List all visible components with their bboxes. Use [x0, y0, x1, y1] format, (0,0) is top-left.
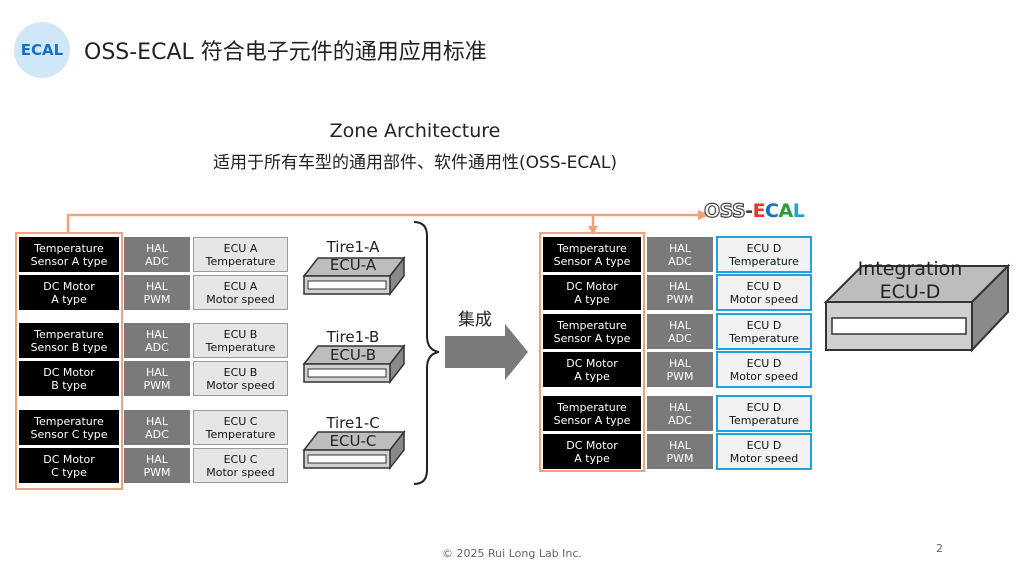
ecu-cell: ECU C Temperature [193, 410, 288, 445]
ecu-cell: ECU A Motor speed [193, 275, 288, 310]
zone-title: Zone Architecture [329, 120, 501, 142]
sensor-cell: Temperature Sensor A type [543, 396, 641, 431]
ecal-logo: ECAL [14, 22, 70, 78]
sensor-cell: DC Motor A type [543, 434, 641, 469]
sensor-cell: Temperature Sensor C type [19, 410, 119, 445]
oss-ecal-label: OSS-ECAL [703, 199, 805, 222]
hal-cell: HAL PWM [647, 434, 713, 469]
ecu-b-device-icon [302, 343, 406, 385]
oss-c: C [765, 200, 779, 222]
ecu-cell: ECU D Temperature [716, 395, 812, 432]
ecu-a-device-icon [302, 255, 406, 297]
copyright: © 2025 Rui Long Lab Inc. [442, 547, 582, 560]
hal-cell: HAL ADC [647, 396, 713, 431]
hal-cell: HAL PWM [124, 448, 190, 483]
page-title: OSS-ECAL 符合电子元件的通用应用标准 [84, 40, 487, 65]
hal-cell: HAL PWM [647, 275, 713, 310]
ecu-cell: ECU B Temperature [193, 323, 288, 358]
hal-cell: HAL PWM [124, 275, 190, 310]
sensor-cell: DC Motor A type [19, 275, 119, 310]
device-label: Tire1-A ECU-A [326, 238, 380, 274]
sensor-cell: Temperature Sensor B type [19, 323, 119, 358]
hal-cell: HAL PWM [124, 361, 190, 396]
ecu-d-device-icon [823, 263, 1011, 353]
sensor-cell: Temperature Sensor A type [543, 237, 641, 272]
hal-cell: HAL PWM [647, 352, 713, 387]
oss-l: L [792, 200, 805, 222]
hal-cell: HAL ADC [647, 314, 713, 349]
ecu-cell: ECU D Motor speed [716, 351, 812, 388]
sensor-cell: DC Motor A type [543, 275, 641, 310]
ecu-cell: ECU D Motor speed [716, 274, 812, 311]
ecu-c-device-icon [302, 429, 406, 471]
ecu-cell: ECU D Motor speed [716, 433, 812, 470]
hal-cell: HAL ADC [124, 323, 190, 358]
ecu-cell: ECU D Temperature [716, 313, 812, 350]
logo-text: ECAL [20, 41, 64, 59]
sensor-cell: DC Motor A type [543, 352, 641, 387]
ecu-cell: ECU C Motor speed [193, 448, 288, 483]
oss-e: E [752, 200, 766, 222]
sensor-cell: Temperature Sensor A type [543, 314, 641, 349]
hal-cell: HAL ADC [647, 237, 713, 272]
device-label: Tire1-C ECU-C [326, 414, 380, 450]
sensor-cell: DC Motor B type [19, 361, 119, 396]
right-sensor-highlight [539, 232, 645, 472]
zone-subtitle: 适用于所有车型的通用部件、软件通用性(OSS-ECAL) [212, 153, 618, 173]
integrate-label: 集成 [458, 310, 492, 330]
sensor-cell: DC Motor C type [19, 448, 119, 483]
sensor-cell: Temperature Sensor A type [19, 237, 119, 272]
page-number: 2 [936, 542, 943, 555]
oss-dash: - [745, 200, 753, 222]
integration-label: Integration ECU-D [857, 258, 963, 303]
oss-text: OSS [703, 199, 746, 222]
oss-a: A [778, 200, 794, 222]
ecu-cell: ECU D Temperature [716, 236, 812, 273]
hal-cell: HAL ADC [124, 237, 190, 272]
device-label: Tire1-B ECU-B [326, 328, 380, 364]
hal-cell: HAL ADC [124, 410, 190, 445]
ecu-cell: ECU A Temperature [193, 237, 288, 272]
left-sensor-highlight [15, 232, 123, 490]
ecu-cell: ECU B Motor speed [193, 361, 288, 396]
